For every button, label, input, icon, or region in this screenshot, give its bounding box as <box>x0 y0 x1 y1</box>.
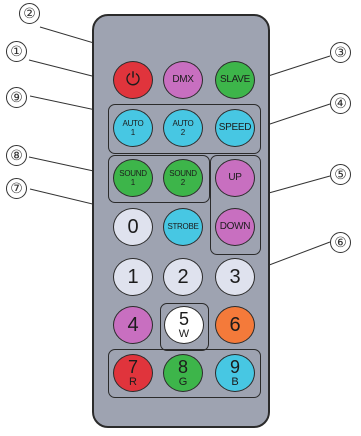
one-button[interactable]: 1 <box>113 258 153 296</box>
down-button[interactable]: DOWN <box>215 208 255 246</box>
callout-3: ③ <box>330 42 351 63</box>
auto-1-button[interactable]: AUTO 1 <box>113 109 153 147</box>
leader-line-3 <box>261 55 331 79</box>
eight-g-button[interactable]: 8 G <box>163 354 203 392</box>
callout-1: ① <box>6 41 27 62</box>
up-button[interactable]: UP <box>215 159 255 197</box>
callout-4: ④ <box>330 93 351 114</box>
sound-2-button[interactable]: SOUND 2 <box>163 159 203 197</box>
up-down-group <box>210 155 261 255</box>
speed-button[interactable]: SPEED <box>215 109 255 147</box>
leader-line-4 <box>257 103 331 129</box>
zero-button[interactable]: 0 <box>113 208 153 246</box>
callout-9: ⑨ <box>6 87 27 108</box>
strobe-button[interactable]: STROBE <box>163 208 203 246</box>
four-button[interactable]: 4 <box>113 306 153 344</box>
dmx-button[interactable]: DMX <box>163 61 203 99</box>
seven-r-button[interactable]: 7 R <box>113 354 153 392</box>
callout-5: ⑤ <box>330 164 351 185</box>
nine-b-button[interactable]: 9 B <box>215 354 255 392</box>
callout-8: ⑧ <box>6 145 27 166</box>
leader-line-1 <box>28 59 101 79</box>
callout-2: ② <box>19 3 40 24</box>
power-icon: ⏻ <box>125 69 141 90</box>
slave-button[interactable]: SLAVE <box>215 61 255 99</box>
sound-group <box>108 155 210 203</box>
five-w-button[interactable]: 5 W <box>164 306 204 344</box>
two-button[interactable]: 2 <box>163 258 203 296</box>
power-button[interactable]: ⏻ <box>113 61 153 99</box>
sound-1-button[interactable]: SOUND 1 <box>113 159 153 197</box>
three-button[interactable]: 3 <box>215 258 255 296</box>
five-w-group <box>160 303 209 351</box>
rgb-group <box>108 349 261 398</box>
callout-7: ⑦ <box>6 178 27 199</box>
auto-speed-group <box>108 104 261 154</box>
auto-2-button[interactable]: AUTO 2 <box>163 109 203 147</box>
leader-line-5 <box>257 175 331 197</box>
six-button[interactable]: 6 <box>215 306 255 344</box>
callout-6: ⑥ <box>330 232 351 253</box>
